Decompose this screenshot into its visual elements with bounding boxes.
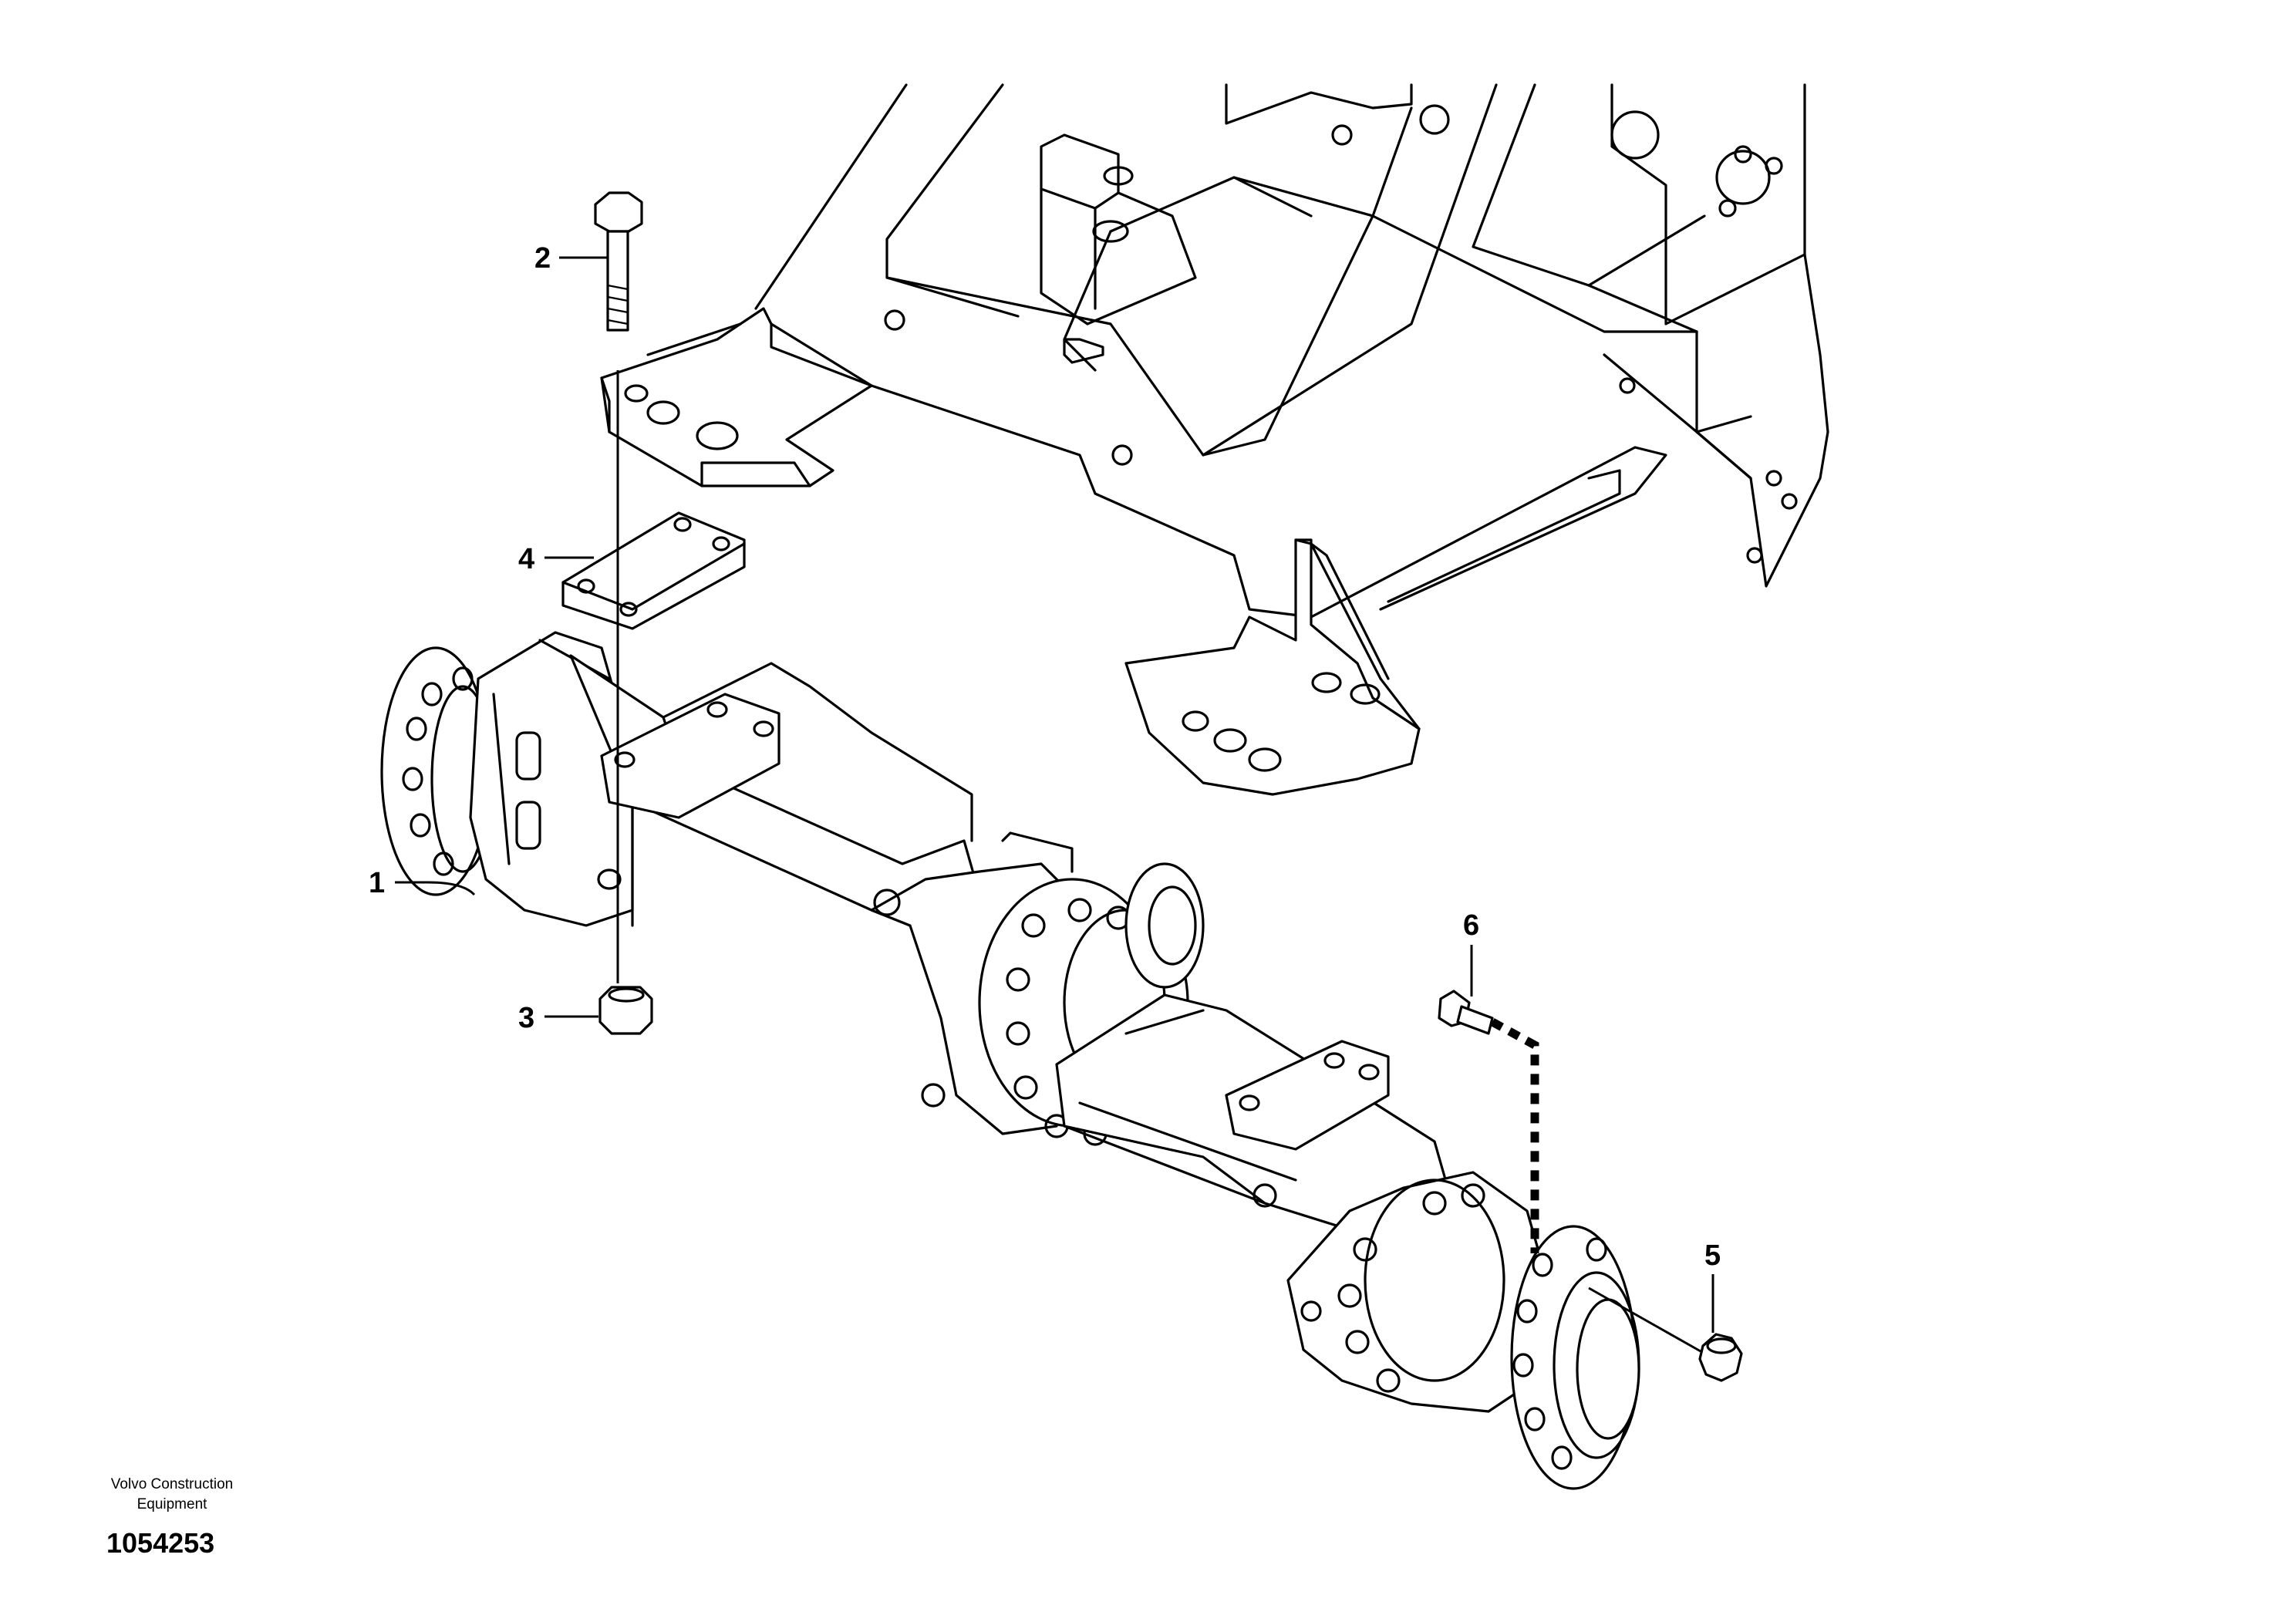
wheel-nut-part (1698, 1333, 1743, 1382)
svg-text:6: 6 (1463, 909, 1479, 942)
plate-part (561, 511, 746, 630)
drawing-number: 1054253 (106, 1527, 215, 1559)
assembly-lines (616, 370, 1701, 1353)
callout-5: 5 (1704, 1239, 1721, 1333)
nut-part (598, 986, 653, 1035)
brand-line-1: Volvo Construction (110, 1476, 234, 1492)
callout-3: 3 (518, 1002, 598, 1034)
svg-text:4: 4 (518, 543, 534, 575)
svg-text:3: 3 (518, 1002, 534, 1034)
frame-drawing (600, 83, 1829, 796)
svg-text:5: 5 (1704, 1239, 1721, 1272)
svg-text:2: 2 (534, 242, 551, 275)
axle-drawing (380, 631, 1640, 1490)
callout-4: 4 (518, 543, 594, 575)
callout-1: 1 (369, 867, 476, 899)
callout-6: 6 (1463, 909, 1479, 996)
brand-line-2: Equipment (137, 1496, 207, 1512)
bolt-part (594, 191, 643, 332)
stud-part (1438, 990, 1494, 1035)
svg-text:1: 1 (369, 867, 385, 899)
callout-2: 2 (534, 242, 608, 275)
footer-block: Volvo Construction Equipment 1054253 (83, 1475, 261, 1559)
